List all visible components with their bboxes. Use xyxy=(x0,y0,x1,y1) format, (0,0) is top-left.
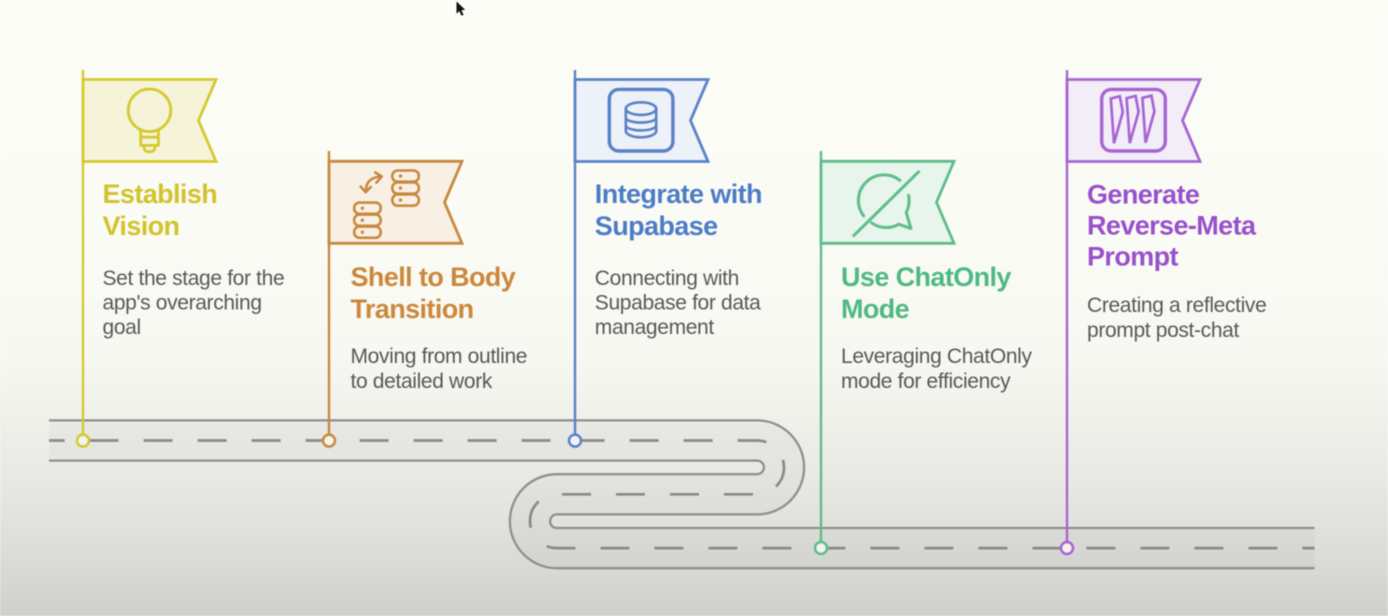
svg-text:Creating a reflectiveprompt po: Creating a reflectiveprompt post-chat xyxy=(1087,294,1266,342)
svg-text:Leveraging ChatOnlymode for ef: Leveraging ChatOnlymode for efficiency xyxy=(841,345,1032,393)
svg-text:Connecting withSupabase for da: Connecting withSupabase for datamanageme… xyxy=(595,267,761,339)
